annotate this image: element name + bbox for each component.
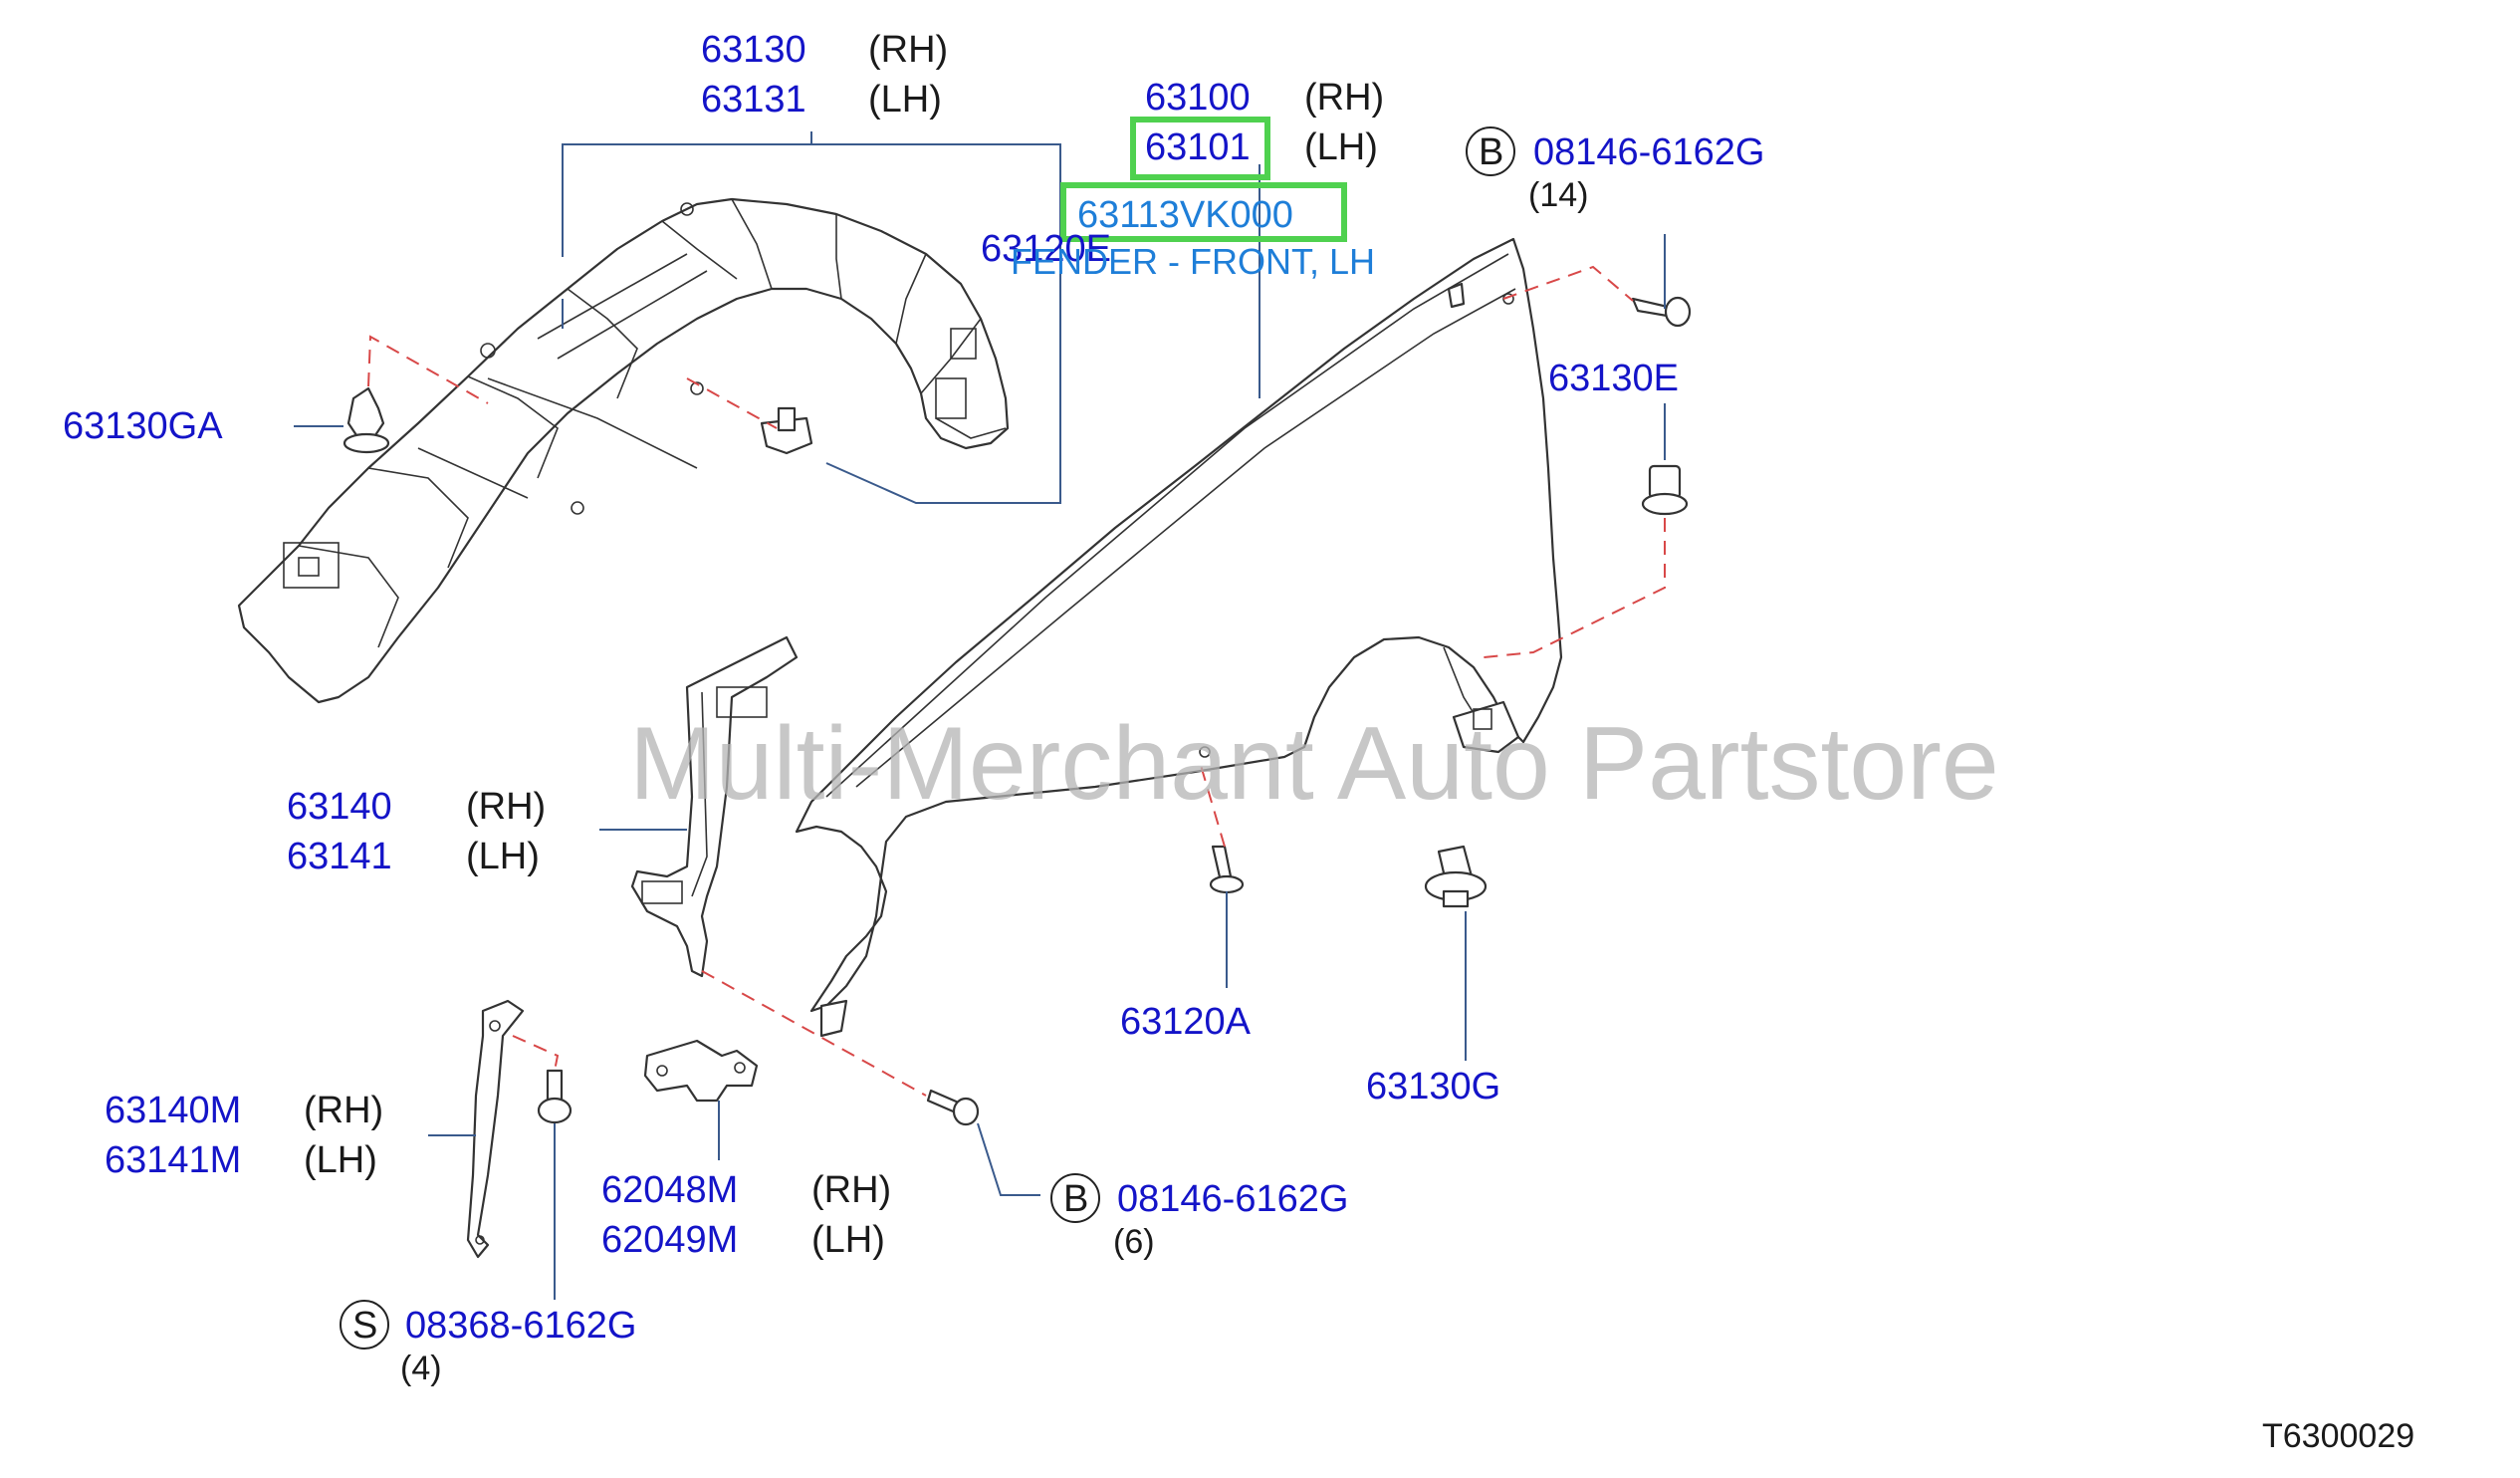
clip-63130ga[interactable] <box>343 386 390 454</box>
label-63120e[interactable]: 63120E <box>981 228 1111 270</box>
callout-b-bottom-circle <box>1050 1173 1100 1223</box>
liner-clip-part[interactable] <box>760 406 813 455</box>
bumper-bracket-part[interactable] <box>643 1039 759 1103</box>
label-63141m[interactable]: 63141M <box>105 1139 241 1181</box>
label-63130e[interactable]: 63130E <box>1548 358 1679 399</box>
label-63101[interactable]: 63101 <box>1145 126 1251 168</box>
callout-s-letter: S <box>352 1305 377 1347</box>
clip-63130g[interactable] <box>1424 845 1488 908</box>
fender-bracket-part[interactable] <box>630 635 799 978</box>
figure-id: T6300029 <box>2262 1417 2414 1455</box>
label-63141m-side: (LH) <box>304 1139 377 1181</box>
label-63130-side: (RH) <box>868 29 948 71</box>
label-63141[interactable]: 63141 <box>287 836 392 877</box>
label-63113vk000[interactable]: 63113VK000 <box>1077 194 1293 236</box>
label-63130ga[interactable]: 63130GA <box>63 405 223 447</box>
label-62048m[interactable]: 62048M <box>601 1169 738 1211</box>
label-63130g[interactable]: 63130G <box>1366 1066 1500 1108</box>
label-63101-side: (LH) <box>1304 126 1378 168</box>
label-62049m-side: (LH) <box>811 1219 885 1261</box>
bolt-stay[interactable] <box>537 1069 573 1124</box>
dashed-install-lines <box>367 265 1666 1097</box>
bolt-bottom[interactable] <box>926 1089 980 1126</box>
label-63130[interactable]: 63130 <box>701 29 806 71</box>
callout-b-top-letter: B <box>1479 131 1503 173</box>
label-63100-side: (RH) <box>1304 77 1384 119</box>
clip-63130e[interactable] <box>1641 464 1689 516</box>
front-fender-part[interactable] <box>795 237 1563 1038</box>
label-fender-description: FENDER - FRONT, LH <box>1011 241 1375 282</box>
callout-b-top-circle <box>1466 126 1515 176</box>
label-s-pn[interactable]: 08368-6162G <box>405 1305 636 1347</box>
highlight-box-63101 <box>1130 117 1270 180</box>
label-b-bottom-pn[interactable]: 08146-6162G <box>1117 1178 1348 1220</box>
callout-s-circle <box>340 1300 389 1350</box>
fender-stay-part[interactable] <box>466 999 525 1259</box>
highlight-box-63113vk000 <box>1060 182 1347 242</box>
label-62049m[interactable]: 62049M <box>601 1219 738 1261</box>
callout-b-bottom-letter: B <box>1063 1178 1088 1220</box>
label-b-top-pn[interactable]: 08146-6162G <box>1533 131 1764 173</box>
fender-liner-part[interactable] <box>237 197 1010 704</box>
label-b-bottom-qty: (6) <box>1113 1223 1155 1261</box>
label-63131[interactable]: 63131 <box>701 79 806 121</box>
label-63100[interactable]: 63100 <box>1145 77 1251 119</box>
label-63140m[interactable]: 63140M <box>105 1090 241 1131</box>
label-63131-side: (LH) <box>868 79 942 121</box>
label-63140m-side: (RH) <box>304 1090 383 1131</box>
screw-63120a[interactable] <box>1209 845 1245 894</box>
label-63141-side: (LH) <box>466 836 540 877</box>
label-63140[interactable]: 63140 <box>287 786 392 828</box>
label-s-qty: (4) <box>400 1350 442 1387</box>
leader-lines <box>294 131 1666 1300</box>
label-63140-side: (RH) <box>466 786 546 828</box>
label-b-top-qty: (14) <box>1528 176 1588 214</box>
bolt-top-right[interactable] <box>1631 296 1692 328</box>
label-63120a[interactable]: 63120A <box>1120 1001 1252 1043</box>
label-62048m-side: (RH) <box>811 1169 891 1211</box>
watermark: Multi-Merchant Auto Partstore <box>629 706 1999 822</box>
